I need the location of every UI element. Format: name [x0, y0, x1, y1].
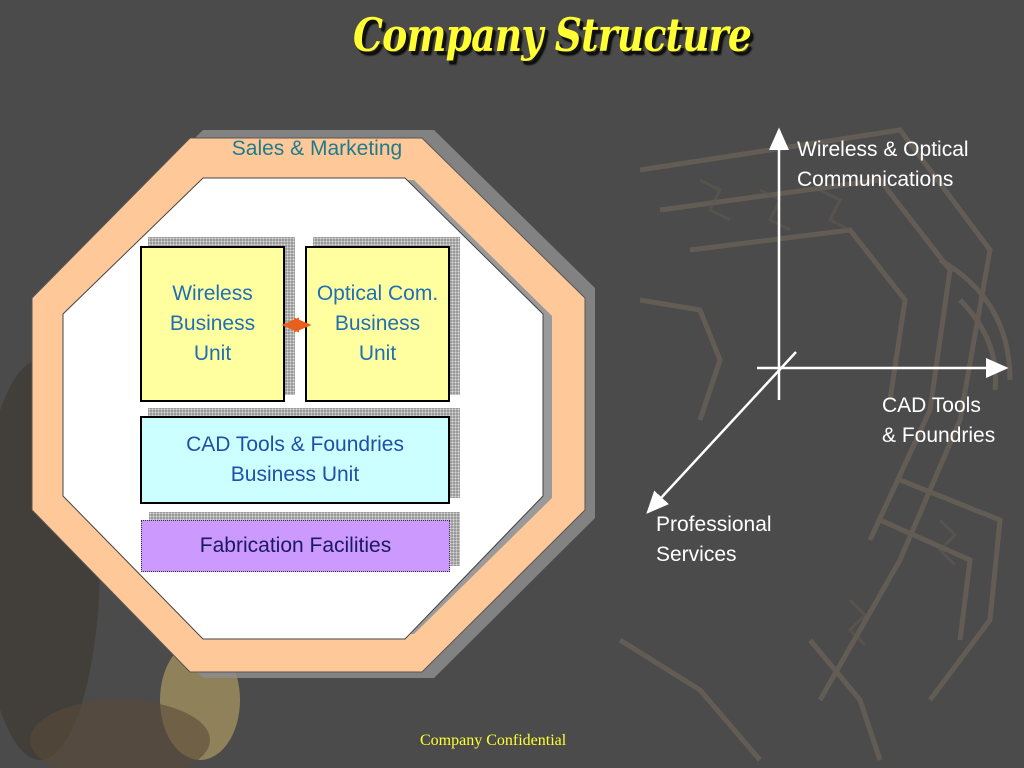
- page-title: Company Structure: [352, 8, 752, 62]
- optical-unit-line-3: Unit: [358, 342, 397, 365]
- wireless-unit-line-1: Wireless: [172, 282, 253, 305]
- fabrication-facilities: Fabrication Facilities: [141, 520, 450, 572]
- sales-marketing-label: Sales & Marketing: [231, 137, 403, 160]
- optical-business-unit: Optical Com. Business Unit: [305, 246, 450, 402]
- vertical-axis-label: Wireless & Optical Communications: [797, 135, 969, 195]
- optical-unit-line-1: Optical Com.: [316, 282, 439, 305]
- horizontal-axis-label: CAD Tools & Foundries: [882, 391, 995, 451]
- wireless-unit-line-2: Business: [169, 312, 256, 335]
- diagonal-axis: [646, 351, 797, 514]
- horizontal-axis-label-line-1: CAD Tools: [882, 394, 981, 417]
- optical-unit-line-2: Business: [334, 312, 421, 335]
- cad-business-unit: CAD Tools & Foundries Business Unit: [140, 416, 450, 504]
- wireless-unit-line-3: Unit: [193, 342, 232, 365]
- wireless-business-unit: Wireless Business Unit: [140, 246, 285, 402]
- diagonal-axis-label-line-2: Services: [656, 543, 737, 566]
- fabrication-label: Fabrication Facilities: [199, 534, 392, 557]
- footer-confidential: Company Confidential: [420, 732, 567, 749]
- horizontal-axis-label-line-2: & Foundries: [882, 424, 996, 447]
- diagonal-axis-label-line-1: Professional: [656, 513, 772, 536]
- cad-unit-line-2: Business Unit: [230, 463, 360, 486]
- cad-unit-line-1: CAD Tools & Foundries: [186, 433, 404, 456]
- vertical-axis-label-line-2: Communications: [797, 168, 954, 191]
- vertical-axis-label-line-1: Wireless & Optical: [797, 138, 969, 161]
- diagonal-axis-label: Professional Services: [656, 510, 772, 570]
